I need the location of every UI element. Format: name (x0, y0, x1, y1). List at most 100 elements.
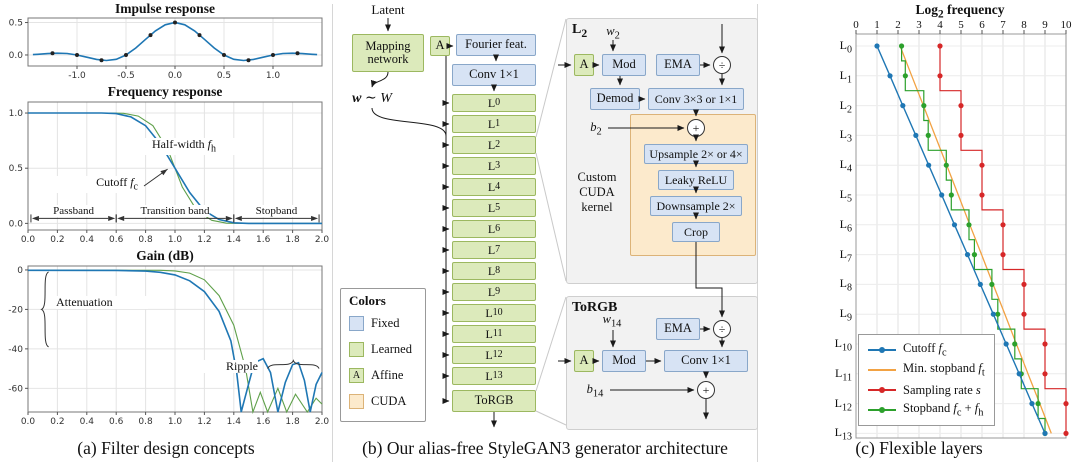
row-label-l5: L5 (839, 187, 852, 205)
tick-label: 0.4 (80, 235, 95, 245)
series-gain-ideal (27, 269, 323, 415)
tick-label: 0.6 (109, 417, 124, 427)
half-width-annotation: Half-width fh (124, 138, 244, 155)
b2-label: b2 (590, 120, 602, 138)
sample-marker (124, 52, 128, 57)
row-label-l13: L13 (834, 425, 852, 443)
colors-legend-item: CUDA (341, 388, 425, 414)
tick-label: 1.8 (285, 417, 300, 427)
band-label: Stopband (255, 205, 298, 218)
row-label-l10: L10 (834, 336, 852, 354)
tick-label: 0 (853, 19, 859, 31)
upsample-box: Upsample 2× or 4× (644, 144, 748, 164)
legend-label: Stopband fc + fh (903, 401, 984, 419)
tick-label: 2 (895, 19, 901, 31)
sample-marker (75, 52, 79, 57)
l2-divide-op: ÷ (713, 56, 731, 74)
series-stopband-marker (1012, 341, 1018, 347)
tick-label: 0.2 (50, 417, 64, 427)
series-cutoff-marker (1029, 401, 1035, 407)
sample-marker (271, 52, 275, 57)
caption-c: (c) Flexible layers (855, 438, 983, 458)
series-sampling-rate-marker (1021, 311, 1027, 317)
tick-label: 3 (916, 19, 922, 31)
crop-box: Crop (672, 222, 720, 242)
colors-legend-label: Learned (371, 341, 412, 356)
cuda-kernel-label: Custom CUDA kernel (577, 170, 617, 214)
series-sampling-rate-marker (958, 132, 964, 138)
tick-label: 0 (17, 266, 23, 276)
tick-label: -1.0 (68, 71, 86, 81)
tick-label: 2.0 (315, 235, 330, 245)
color-swatch (349, 315, 364, 331)
torgb-panel-title: ToRGB (572, 300, 618, 315)
colors-legend-item: Fixed (341, 310, 425, 336)
series-sampling-rate-marker (1000, 252, 1006, 258)
tick-label: 0.5 (9, 19, 23, 29)
legend-item-stopband: Stopband fc + fh (868, 400, 985, 420)
ripple-annotation: Ripple (186, 360, 258, 373)
colors-legend-label: Affine (371, 367, 404, 382)
panel-divider-left (332, 4, 333, 462)
affine-box-top: A (430, 36, 450, 56)
torgb-mod-box: Mod (602, 350, 646, 372)
row-label-l3: L3 (839, 127, 852, 145)
series-sampling-rate-marker (1042, 371, 1048, 377)
tick-label: 0.5 (217, 71, 231, 81)
series-sampling-rate-marker (958, 103, 964, 109)
series-cutoff-marker (913, 132, 919, 138)
downsample-box: Downsample 2× (650, 196, 742, 216)
sample-marker (99, 58, 104, 63)
tick-label: 1.6 (256, 417, 271, 427)
series-sampling-rate-marker (1042, 341, 1048, 347)
row-label-l2: L2 (839, 97, 852, 115)
tick-label: 0.4 (80, 417, 95, 427)
row-label-l9: L9 (839, 306, 852, 324)
row-label-l6: L6 (839, 216, 852, 235)
series-stopband-marker (1035, 401, 1041, 407)
series-cutoff-marker (939, 192, 945, 198)
sample-marker (173, 20, 177, 25)
l2-conv-box: Conv 3×3 or 1×1 (648, 88, 744, 110)
series-stopband-marker (925, 132, 931, 138)
legend-swatch (868, 384, 896, 396)
tick-label: 4 (937, 19, 943, 31)
series-sampling-rate-marker (937, 73, 943, 79)
tick-label: 9 (1042, 19, 1048, 31)
w2-label: w2 (606, 24, 620, 42)
panel-c-title: Log2 frequency (915, 2, 1005, 21)
series-cutoff-marker (887, 73, 893, 79)
row-label-l1: L1 (839, 67, 852, 86)
series-cutoff-marker (874, 43, 880, 49)
series-sampling-rate-marker (1021, 281, 1027, 287)
tick-label: 0.0 (168, 71, 183, 81)
tick-label: 1.0 (9, 109, 24, 119)
colors-legend-label: Fixed (371, 315, 400, 330)
tick-label: 1.2 (197, 235, 211, 245)
series-sampling-rate-marker (1063, 430, 1069, 436)
conv1x1-box: Conv 1×1 (452, 64, 536, 86)
tick-label: 0.0 (9, 219, 24, 229)
l2-demod-box: Demod (590, 88, 640, 110)
tick-label: 1.0 (168, 235, 183, 245)
row-label-l7: L7 (839, 246, 852, 264)
frequency-response-title: Frequency response (107, 84, 223, 99)
cutoff-annotation: Cutoff fc (52, 176, 138, 193)
sample-marker (197, 33, 202, 38)
series-cutoff-marker (926, 162, 932, 168)
tick-label: -0.5 (117, 71, 135, 81)
series-cutoff-marker (900, 103, 906, 109)
series-cutoff-marker (1042, 430, 1048, 436)
legend-label: Sampling rate s (903, 382, 981, 397)
sample-marker (246, 58, 251, 63)
l2-mod-box: Mod (602, 54, 646, 76)
row-label-l8: L8 (839, 276, 852, 294)
color-swatch (349, 341, 364, 357)
band-label: Transition band (140, 205, 210, 218)
